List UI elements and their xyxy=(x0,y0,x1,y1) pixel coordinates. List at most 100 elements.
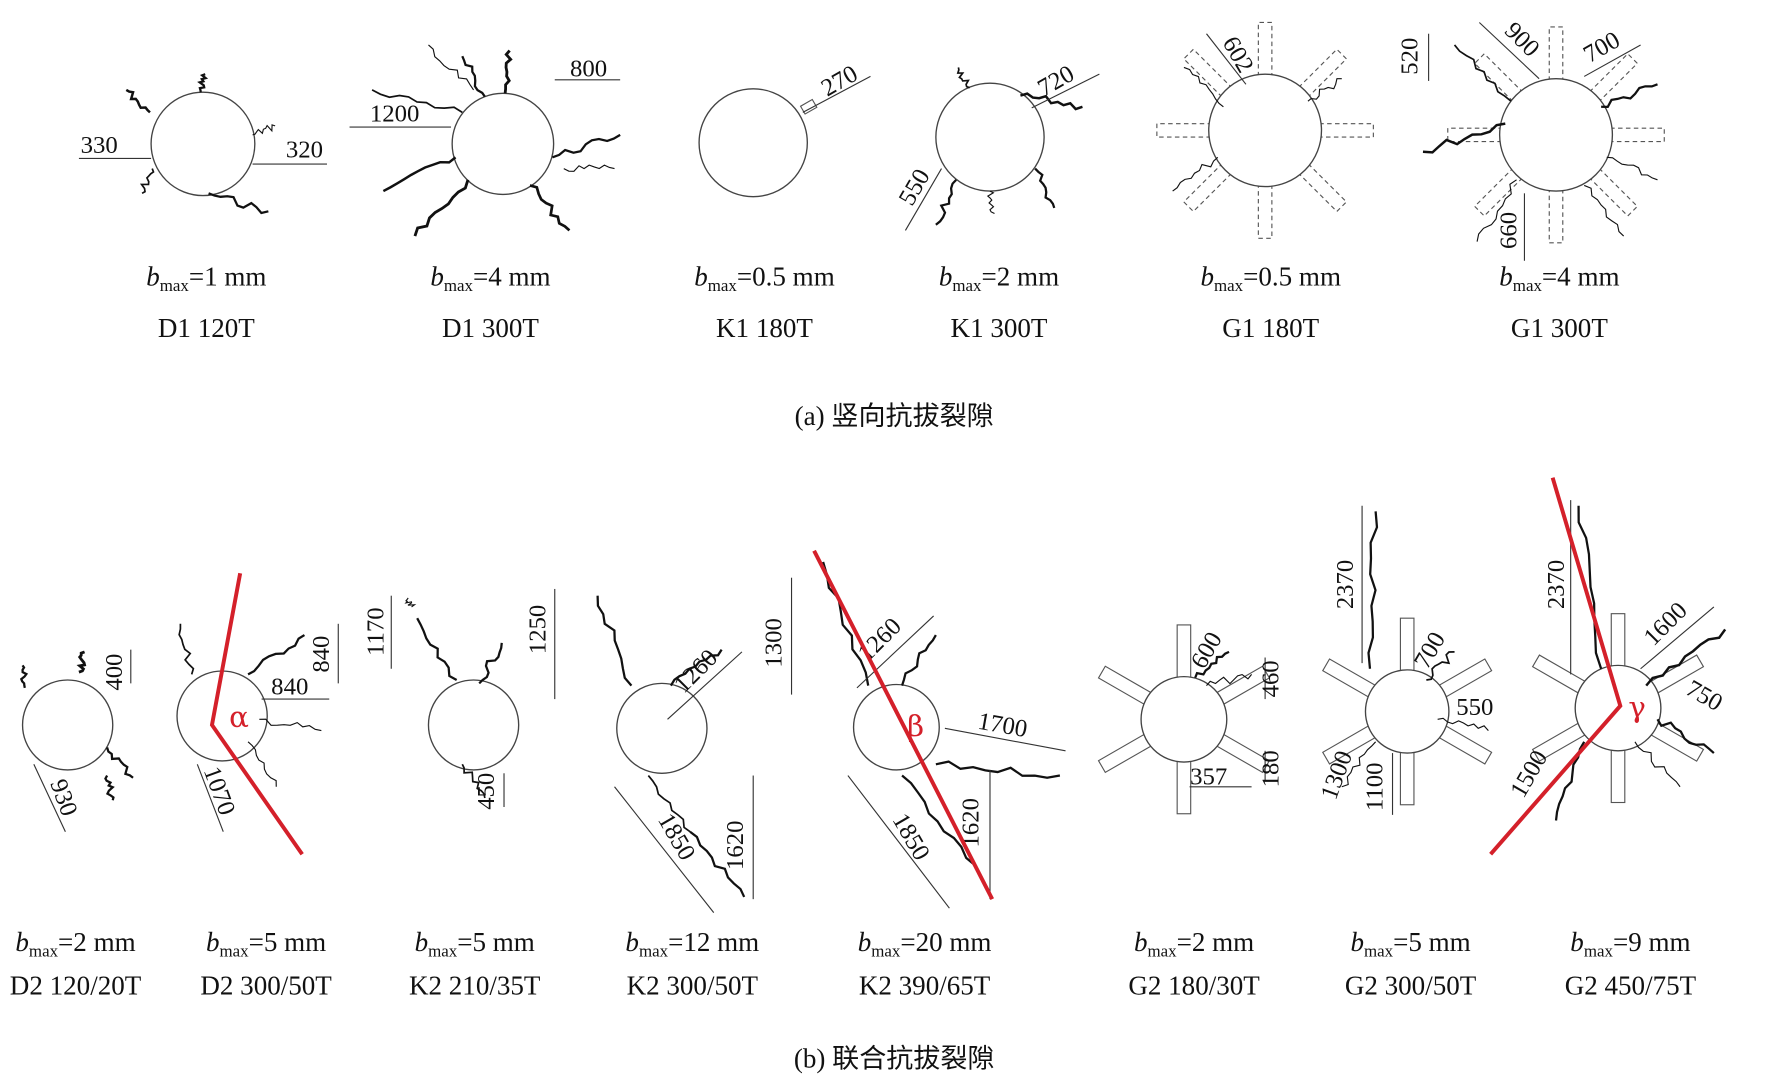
dimension-label: 602 xyxy=(1217,32,1259,78)
anchor-circle xyxy=(21,679,114,771)
specimen-name: K1 180T xyxy=(716,313,813,343)
crack-line xyxy=(1634,741,1681,788)
crack-line xyxy=(1583,184,1625,237)
anchor-circle xyxy=(1208,73,1323,188)
dimension-label: 550 xyxy=(894,165,936,211)
dimension-label: 1300 xyxy=(1316,747,1358,803)
crack-line xyxy=(1020,92,1083,111)
dimension-label: 450 xyxy=(473,773,500,810)
crack-line xyxy=(259,718,322,732)
crack-line xyxy=(563,164,615,172)
specimen-name: G2 180/30T xyxy=(1128,971,1260,1001)
anchor-plate xyxy=(1318,123,1374,138)
bmax-label: bmax=5 mm xyxy=(1350,927,1470,961)
crack-line xyxy=(529,184,571,232)
dimension-line xyxy=(1031,73,1100,109)
anchor-plate xyxy=(1588,167,1639,217)
anchor-plate xyxy=(1548,26,1564,82)
anchor-plate xyxy=(1609,127,1665,143)
bmax-label: bmax=0.5 mm xyxy=(1200,262,1341,296)
crack-line xyxy=(76,650,87,674)
crack-line xyxy=(1437,717,1489,731)
anchor-circle xyxy=(852,683,940,771)
caption-b: (b) 联合抗拔裂隙 xyxy=(794,1044,995,1074)
dimension-label: 270 xyxy=(817,60,863,102)
dimension-label: 700 xyxy=(1409,628,1451,674)
crack-line xyxy=(1307,78,1342,102)
dimension-label: 330 xyxy=(81,132,118,159)
crack-line xyxy=(1341,741,1377,788)
dimension-line xyxy=(1206,33,1247,85)
bmax-label: bmax=2 mm xyxy=(15,927,135,961)
specimen-name: G1 180T xyxy=(1222,313,1319,343)
dimension-label: 720 xyxy=(1033,60,1079,102)
dimension-line xyxy=(847,775,950,909)
dimension-label: 840 xyxy=(308,636,335,673)
crack-line xyxy=(935,760,1061,779)
specimen-name: K1 300T xyxy=(951,313,1048,343)
dimension-line xyxy=(944,727,1066,752)
bmax-label: bmax=0.5 mm xyxy=(694,262,835,296)
anchor-circle xyxy=(935,82,1045,192)
alpha-symbol: α xyxy=(229,700,249,734)
dimension-label: 357 xyxy=(1190,764,1227,791)
specimen-name: D1 300T xyxy=(442,313,539,343)
anchor-circle xyxy=(150,91,256,197)
crack-line xyxy=(822,561,870,686)
crack-line xyxy=(1206,673,1253,686)
anchor-plate xyxy=(1399,617,1415,673)
anchor-circle xyxy=(1498,78,1614,192)
bmax-label: bmax=4 mm xyxy=(430,262,550,296)
crack-line xyxy=(1606,156,1658,181)
crack-line xyxy=(1194,650,1230,679)
specimen-top-2: 270 bmax=0.5 mm K1 180T xyxy=(694,60,871,343)
gamma-symbol: γ xyxy=(1628,690,1646,724)
specimen-name: D2 300/50T xyxy=(200,971,332,1001)
crack-line xyxy=(1645,628,1727,687)
dimension-label: 180 xyxy=(1258,750,1285,787)
dimension-line xyxy=(904,168,942,231)
crack-line xyxy=(1367,511,1379,669)
crack-line xyxy=(478,642,503,685)
bmax-label: bmax=12 mm xyxy=(625,927,759,961)
crack-line xyxy=(404,597,417,608)
crack-line xyxy=(669,649,723,687)
bmax-label: bmax=9 mm xyxy=(1570,927,1690,961)
dimension-label: 320 xyxy=(286,136,323,163)
dimension-line xyxy=(614,786,715,914)
anchor-plate xyxy=(1097,732,1153,774)
dimension-label: 1850 xyxy=(887,809,935,865)
dimension-label: 1100 xyxy=(1361,763,1388,812)
dimension-label: 1250 xyxy=(525,605,552,654)
anchor-circle xyxy=(1364,669,1450,754)
anchor-plate xyxy=(1437,658,1493,699)
dimension-label: 1300 xyxy=(760,618,787,667)
crack-line xyxy=(104,774,115,801)
crack-line xyxy=(552,133,621,159)
anchor-circle xyxy=(1140,675,1228,763)
dimension-label: 550 xyxy=(1456,694,1493,721)
crack-line xyxy=(935,179,957,226)
anchor-circle xyxy=(616,682,708,774)
dimension-label: 520 xyxy=(1396,38,1423,75)
anchor-plate xyxy=(1297,162,1348,213)
crack-line xyxy=(178,623,195,675)
anchor-plate xyxy=(1097,665,1153,706)
dimension-label: 700 xyxy=(1579,27,1625,69)
bmax-label: bmax=20 mm xyxy=(858,927,992,961)
crack-line xyxy=(1034,167,1056,209)
crack-line xyxy=(247,741,277,787)
anchor-plate xyxy=(799,98,818,115)
dimension-label: 1620 xyxy=(722,821,749,870)
crack-line xyxy=(647,774,691,833)
failure-line xyxy=(1489,477,1623,856)
dimension-line xyxy=(856,615,934,689)
